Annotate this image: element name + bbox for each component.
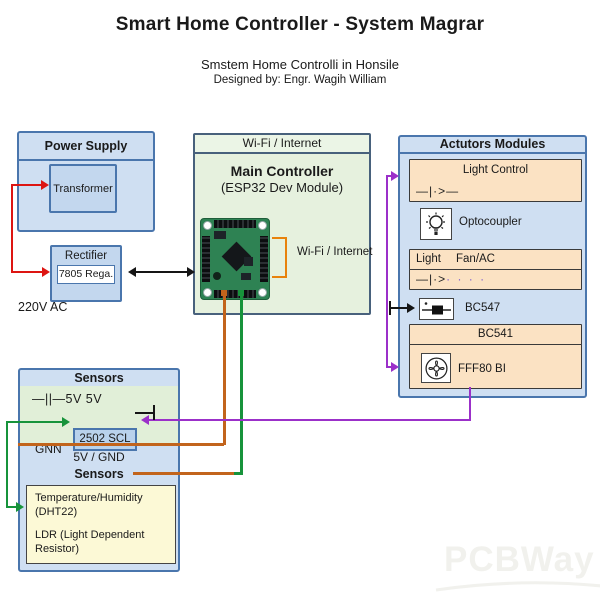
- rectifier-block: Rectifier 7805 Rega.: [50, 245, 122, 302]
- actuators-header: Actutors Modules: [400, 137, 585, 154]
- light-control-label: Light Control: [462, 164, 529, 176]
- purple-bracket-bottom: [386, 366, 393, 368]
- red-wire-to-rectifier: [11, 271, 43, 273]
- board-component: [214, 231, 226, 239]
- green-pin-pad: [238, 290, 244, 296]
- optocoupler-bulb-icon: [420, 208, 452, 240]
- transistor-icon: [419, 298, 454, 320]
- red-wire-vertical: [11, 184, 13, 273]
- power-rail-label: 5V / GND: [73, 450, 125, 464]
- wifi-internet-label: Wi-Fi / Internet: [297, 246, 373, 258]
- pin-header-bottom: [214, 290, 256, 298]
- black-arrowhead-right: [187, 267, 200, 277]
- green-arrowhead-dht: [16, 502, 29, 512]
- board-component: [244, 257, 253, 266]
- capacitor-rail-symbol: —||—5V 5V: [32, 392, 103, 406]
- power-supply-header: Power Supply: [19, 133, 153, 161]
- board-component: [213, 272, 221, 280]
- scl-tbar-tick: [153, 405, 155, 420]
- light-control-module: Light Control —|·>—: [409, 159, 582, 202]
- black-arrowhead-left: [123, 267, 136, 277]
- fff80-label: FFF80 BI: [458, 363, 506, 375]
- watermark-swoosh-icon: [435, 581, 600, 592]
- transformer-block: Transformer: [49, 164, 117, 213]
- diode-symbol2: —|·>: [416, 272, 447, 286]
- purple-arrowhead-fff80: [391, 362, 404, 372]
- bc541-module: BC541: [409, 324, 582, 345]
- sensor-list-block: Temperature/Humidity (DHT22) LDR (Light …: [26, 485, 176, 564]
- pcbway-watermark: PCBWay: [435, 540, 600, 592]
- diode-symbol: —|·>—: [416, 184, 460, 198]
- board-hole: [203, 288, 212, 297]
- sensors-subheader: Sensors: [74, 467, 124, 481]
- dht22-label-line2: (DHT22): [35, 506, 78, 519]
- diode-symbol-strip: —|·>· · · ·: [409, 269, 582, 290]
- wifi-bracket-side: [285, 237, 287, 278]
- power-supply-box: Power Supply: [17, 131, 155, 232]
- ldr-label-line1: LDR (Light Dependent: [35, 528, 145, 541]
- purple-bracket-top: [386, 175, 393, 177]
- sensors-box: Sensors —||—5V 5V 2502 SCL GNN 5V / GND …: [18, 368, 180, 572]
- bc547-arrow-line: [389, 307, 408, 309]
- purple-bracket-vertical: [386, 175, 388, 368]
- fan-ac-label: Fan/AC: [456, 253, 495, 265]
- orange-pin-pad: [221, 290, 227, 296]
- black-arrowhead-bc547: [407, 303, 420, 313]
- subtitle: Smstem Home Controlli in Honsile: [201, 57, 399, 72]
- orange-wire-vertical: [223, 295, 226, 445]
- purple-arrowhead-scl: [136, 415, 149, 425]
- controller-subtitle: (ESP32 Dev Module): [220, 180, 344, 195]
- board-hole: [258, 288, 267, 297]
- purple-wire-horizontal: [143, 419, 471, 421]
- red-arrowhead: [42, 267, 55, 277]
- controller-title: Main Controller: [230, 163, 334, 179]
- light-fan-module: Light Fan/AC: [409, 249, 582, 270]
- fff80-module: FFF80 BI: [409, 344, 582, 389]
- green-bracket-vertical: [6, 421, 8, 508]
- red-arrowhead: [41, 180, 54, 190]
- green-bracket-top: [6, 421, 63, 423]
- rectifier-label: Rectifier: [64, 250, 108, 262]
- optocoupler-label: Optocoupler: [459, 216, 522, 228]
- bc547-label: BC547: [465, 302, 501, 314]
- board-component: [241, 273, 251, 280]
- wifi-bracket-top: [272, 237, 287, 239]
- green-bracket-bottom: [6, 506, 17, 508]
- scl-block: 2502 SCL: [73, 428, 137, 451]
- pin-header-right: [260, 236, 268, 282]
- orange-wire-horizontal: [18, 443, 224, 446]
- green-arrowhead-scl: [62, 417, 75, 427]
- esp32-board: [200, 218, 270, 300]
- page-title: Smart Home Controller - System Magrar: [115, 14, 485, 35]
- fan-icon: [421, 353, 451, 383]
- dht22-label-line1: Temperature/Humidity: [35, 492, 143, 504]
- orange-wire-to-sensors-label: [133, 472, 234, 475]
- diode-symbol-dots: · · · ·: [446, 272, 487, 286]
- green-wire-vertical: [240, 295, 243, 475]
- pin-header-left: [202, 236, 210, 282]
- actuators-box: Actutors Modules Light Control —|·>— Opt…: [398, 135, 587, 398]
- board-hole: [203, 221, 212, 230]
- byline: Designed by: Engr. Wagih William: [213, 74, 387, 86]
- ldr-label-line2: Resistor): [35, 542, 80, 555]
- purple-wire-vertical: [469, 387, 471, 421]
- light-label: Light: [416, 253, 441, 265]
- regulator-7805-block: 7805 Rega.: [57, 265, 115, 284]
- mains-voltage-label: 220V AC: [18, 300, 68, 314]
- controller-header: Wi-Fi / Internet: [195, 135, 369, 154]
- pin-header-top: [214, 220, 256, 228]
- wifi-bracket-bottom: [272, 276, 287, 278]
- controller-box: Wi-Fi / Internet Main Controller (ESP32 …: [193, 133, 371, 315]
- red-wire-to-transformer: [11, 184, 43, 186]
- pcbway-watermark-text: PCBWay: [444, 540, 595, 579]
- green-wire-corner: [234, 472, 243, 475]
- black-power-wire: [130, 271, 188, 273]
- purple-arrowhead-light-control: [391, 171, 404, 181]
- board-hole: [258, 221, 267, 230]
- scl-tbar-line: [135, 412, 155, 414]
